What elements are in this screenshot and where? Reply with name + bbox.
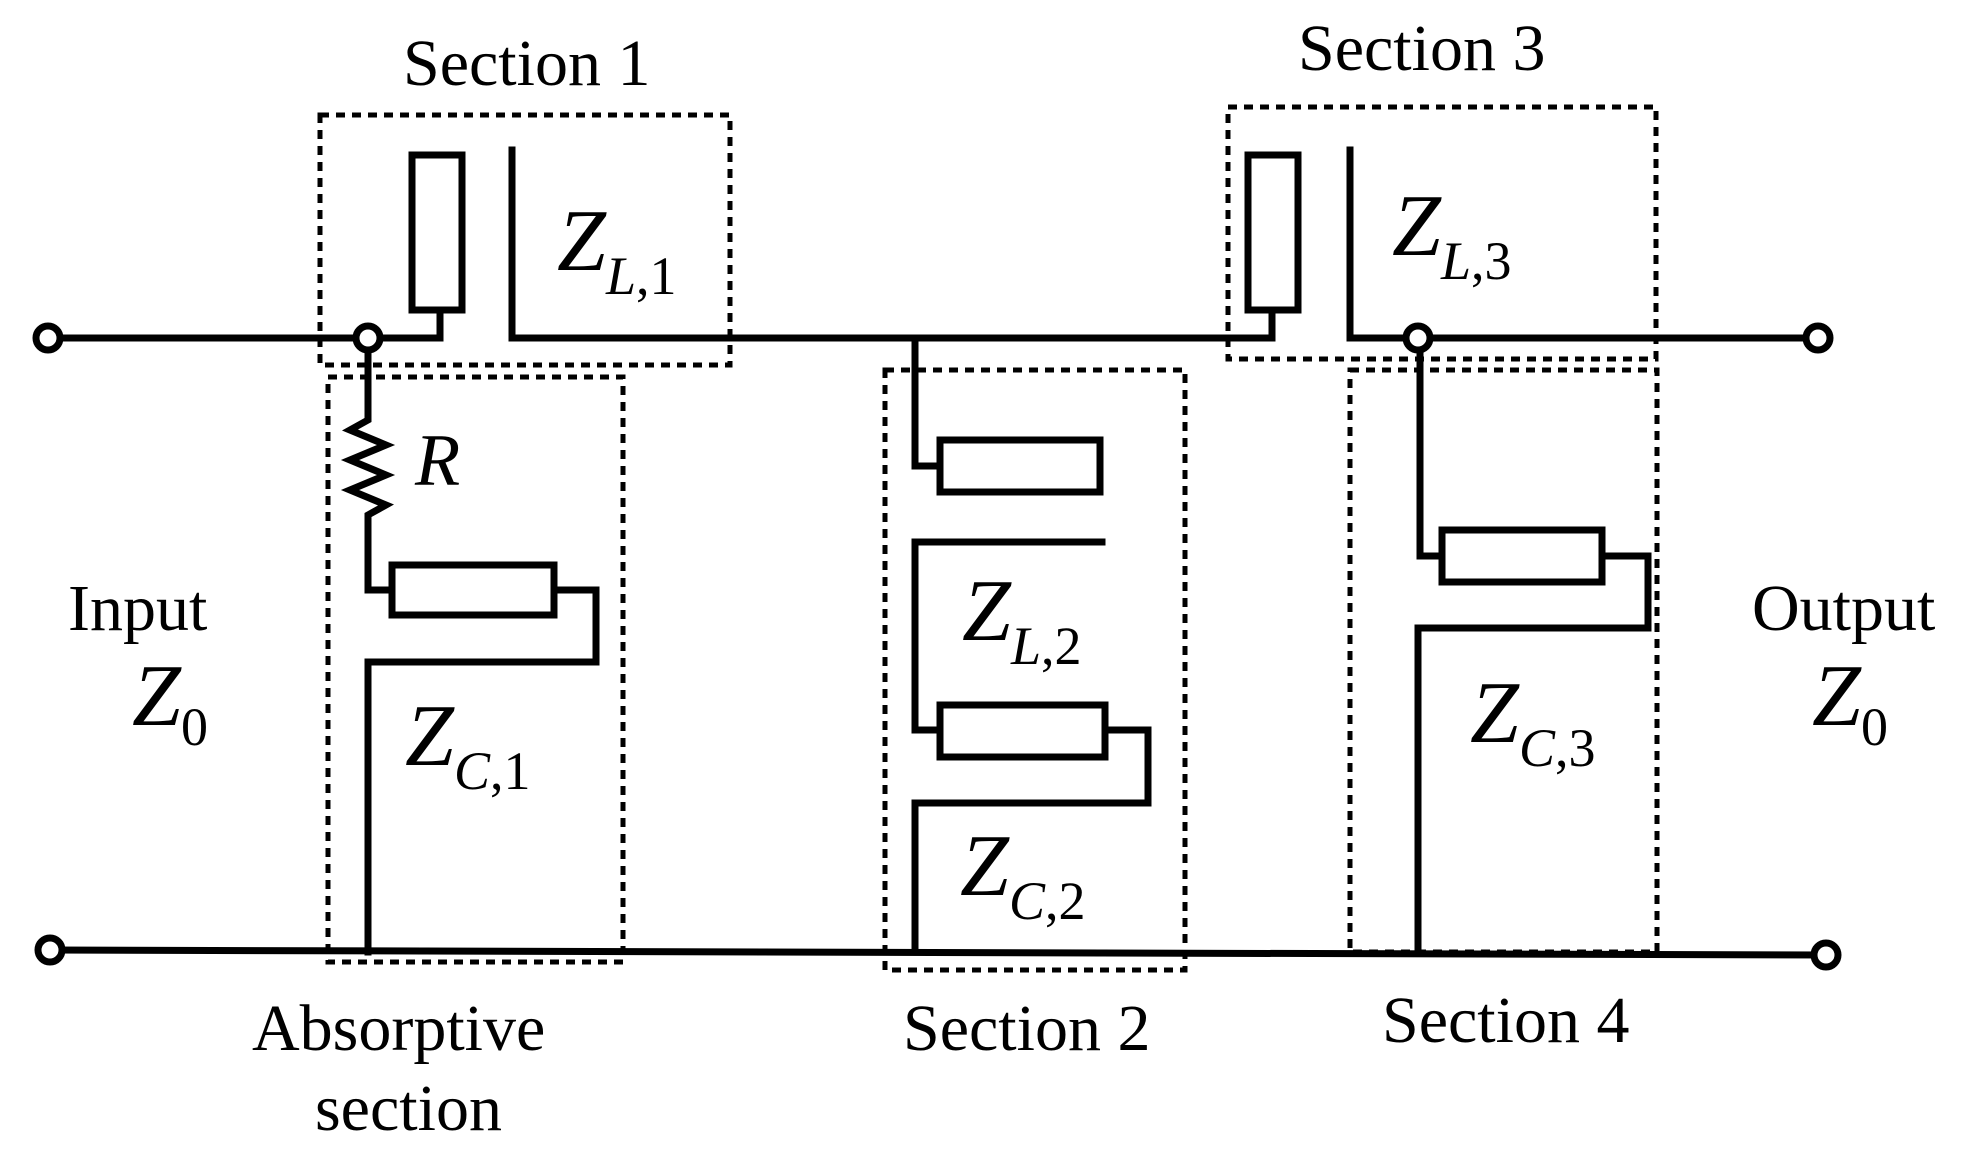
absorptive-section-label-line1: Absorptive: [252, 992, 545, 1065]
section-2-box: [882, 367, 1188, 973]
section-2-line-c2: [911, 726, 1152, 956]
zl3-label: ZL,3: [1392, 178, 1512, 291]
resistor-r-symbol: [340, 334, 396, 594]
input-terminal-top: [32, 322, 64, 354]
zc1-label: ZC,1: [405, 688, 530, 801]
section-1-stub-resistor: [408, 151, 466, 314]
absorptive-stub-wire: [364, 586, 600, 956]
output-label: Output: [1752, 572, 1935, 645]
zc3-label: ZC,3: [1470, 665, 1595, 778]
input-label: Input: [68, 572, 207, 645]
section-3-box: [1225, 104, 1659, 362]
section-1-coupled-line-left: [364, 306, 444, 342]
zl1-label: ZL,1: [557, 193, 677, 306]
zc2-label: ZC,2: [960, 818, 1085, 931]
output-terminal-top: [1802, 322, 1834, 354]
output-impedance-label: Z0: [1812, 648, 1888, 757]
section-2-stub-resistor-bottom: [936, 701, 1109, 761]
section-1-label: Section 1: [403, 27, 650, 100]
section-2-line-l2: [911, 538, 1106, 734]
section-2-stub-resistor-top: [936, 436, 1104, 496]
zl2-label: ZL,2: [962, 563, 1082, 676]
section-2-vertical-wire: [911, 334, 944, 470]
section-3-label: Section 3: [1298, 12, 1545, 85]
junction-node-left: [352, 322, 384, 354]
input-impedance-label: Z0: [132, 648, 208, 757]
absorptive-section-label-line2: section: [315, 1072, 502, 1145]
section-4-stub-resistor: [1438, 526, 1606, 586]
section-4-vertical-wire: [1416, 334, 1446, 560]
input-terminal-bottom: [34, 934, 66, 966]
section-1-box: [317, 112, 733, 368]
section-3-stub-resistor: [1244, 151, 1302, 314]
section-1-coupled-line-right: [508, 146, 1276, 342]
section-4-stub-wire: [1414, 552, 1652, 956]
junction-node-right: [1402, 322, 1434, 354]
output-terminal-bottom: [1810, 939, 1842, 971]
resistor-r-label: R: [414, 420, 460, 502]
bottom-rail: [46, 946, 1829, 959]
absorptive-stub-resistor: [388, 561, 558, 619]
section-2-label: Section 2: [903, 992, 1150, 1065]
section-4-label: Section 4: [1382, 984, 1629, 1057]
absorptive-section-box: [325, 374, 626, 965]
section-4-box: [1347, 367, 1660, 955]
